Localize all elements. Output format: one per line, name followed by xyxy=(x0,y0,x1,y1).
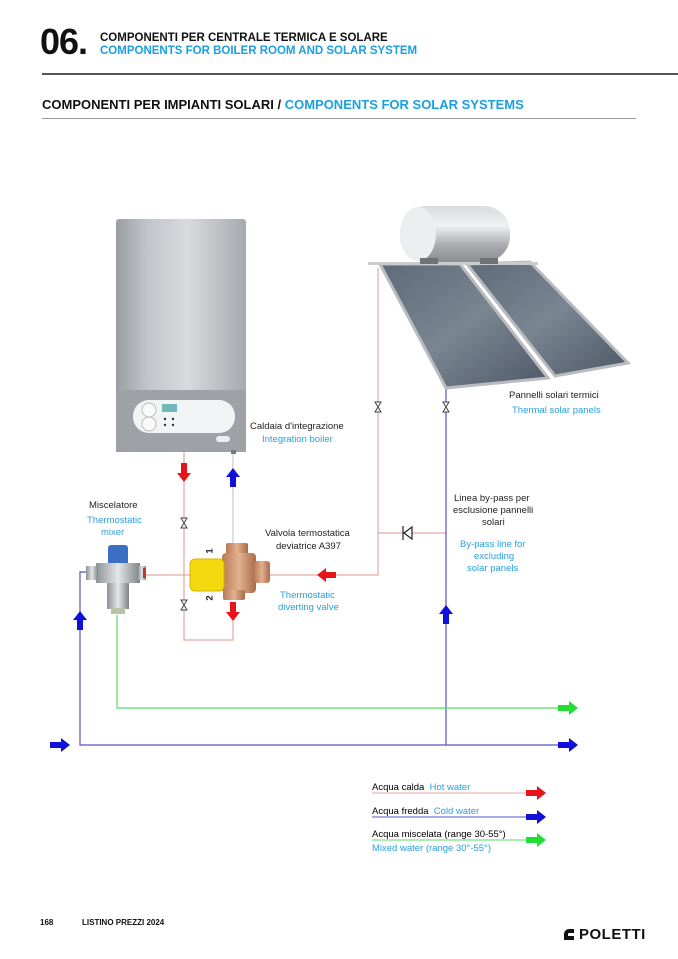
boiler-label-it: Caldaia d'integrazione xyxy=(250,421,344,432)
arrow-right-mixed-icon xyxy=(558,701,578,715)
legend-graphics xyxy=(372,786,546,847)
boiler-image xyxy=(116,219,246,454)
legend-mixed-arrow-icon xyxy=(526,833,546,847)
boiler-dial-icon xyxy=(141,416,157,432)
boiler-badge xyxy=(216,436,230,442)
subsection-divider xyxy=(42,118,636,119)
mixed-water-pipe xyxy=(116,615,570,709)
section-title-en: COMPONENTS FOR BOILER ROOM AND SOLAR SYS… xyxy=(100,45,418,57)
diverting-valve-image xyxy=(189,543,270,600)
legend-item-cold: Acqua fredda Cold water xyxy=(372,806,479,818)
valve-label-en-2: diverting valve xyxy=(278,602,339,613)
check-valve-icon xyxy=(402,525,413,541)
arrow-down-hot-icon xyxy=(226,602,240,621)
bypass-label-en-2: excluding xyxy=(474,551,515,562)
arrow-right-cold-icon xyxy=(558,738,578,752)
header-divider xyxy=(42,73,678,75)
solar-panels-label-it: Pannelli solari termici xyxy=(509,390,599,401)
solar-panels-label-en: Thermal solar panels xyxy=(512,405,601,416)
subsection-title-en: COMPONENTS FOR SOLAR SYSTEMS xyxy=(284,97,524,112)
subsection-title: COMPONENTI PER IMPIANTI SOLARI / COMPONE… xyxy=(42,97,524,113)
legend-cold-en: Cold water xyxy=(433,806,480,817)
bypass-label-it-1: Linea by-pass per xyxy=(454,493,530,504)
arrow-left-hot-icon xyxy=(317,568,336,582)
mixer-label-it: Miscelatore xyxy=(89,500,138,511)
legend-hot-en: Hot water xyxy=(429,782,471,793)
valve-label-it-1: Valvola termostatica xyxy=(265,528,350,539)
bypass-label-en-3: solar panels xyxy=(467,563,519,574)
brand-logo: POLETTI xyxy=(562,926,646,943)
valve-port-2: 2 xyxy=(204,595,216,601)
subsection-title-it: COMPONENTI PER IMPIANTI SOLARI / xyxy=(42,97,285,112)
gate-valve-icons xyxy=(180,401,450,611)
legend-hot-it: Acqua calda xyxy=(372,782,425,793)
gate-valve-icon xyxy=(180,517,188,529)
bypass-label-en-1: By-pass line for xyxy=(460,539,526,550)
valve-port-1: 1 xyxy=(204,548,216,554)
valve-label-it-2: deviatrice A397 xyxy=(276,541,341,552)
arrow-up-cold-icon xyxy=(439,605,453,624)
solar-tank-end xyxy=(400,207,436,261)
legend-mixed-en: Mixed water (range 30°-55°) xyxy=(372,843,492,854)
gate-valve-icon xyxy=(374,401,382,413)
legend-hot-arrow-icon xyxy=(526,786,546,800)
thermostatic-mixer-image xyxy=(86,545,146,614)
legend-cold-it: Acqua fredda xyxy=(372,806,429,817)
boiler-control-panel xyxy=(133,400,235,433)
catalog-title: LISTINO PREZZI 2024 xyxy=(82,918,165,927)
hot-pipe-boiler-loop xyxy=(183,452,234,641)
legend-cold-arrow-icon xyxy=(526,810,546,824)
valve-label-en-1: Thermostatic xyxy=(280,590,335,601)
section-title-it: COMPONENTI PER CENTRALE TERMICA E SOLARE xyxy=(100,32,388,44)
boiler-label-en: Integration boiler xyxy=(262,434,333,445)
page-number: 168 xyxy=(40,918,54,927)
arrow-up-cold-icon xyxy=(73,611,87,630)
boiler-display xyxy=(162,404,177,412)
poletti-logo-icon xyxy=(564,928,574,940)
solar-panels-image xyxy=(368,206,632,390)
hot-pipe-solar-return xyxy=(270,268,379,576)
legend-item-hot: Acqua calda Hot water xyxy=(372,782,470,794)
flow-arrows xyxy=(50,463,578,752)
bypass-label-it-2: esclusione pannelli xyxy=(453,505,534,516)
brand-name: POLETTI xyxy=(579,926,646,943)
arrow-down-hot-icon xyxy=(177,463,191,482)
arrow-up-cold-icon xyxy=(226,468,240,487)
valve-yellow-knob xyxy=(189,558,225,592)
legend-mixed-it: Acqua miscelata (range 30-55°) xyxy=(372,829,506,840)
gate-valve-icon xyxy=(180,599,188,611)
mixer-label-en-1: Thermostatic xyxy=(87,515,142,526)
mixer-blue-cap xyxy=(108,545,128,565)
boiler-dial-icon xyxy=(141,402,157,418)
gate-valve-icon xyxy=(442,401,450,413)
section-number: 06. xyxy=(40,21,88,62)
mixer-label-en-2: mixer xyxy=(101,527,125,538)
bypass-label-it-3: solari xyxy=(482,517,505,528)
arrow-right-cold-icon xyxy=(50,738,70,752)
